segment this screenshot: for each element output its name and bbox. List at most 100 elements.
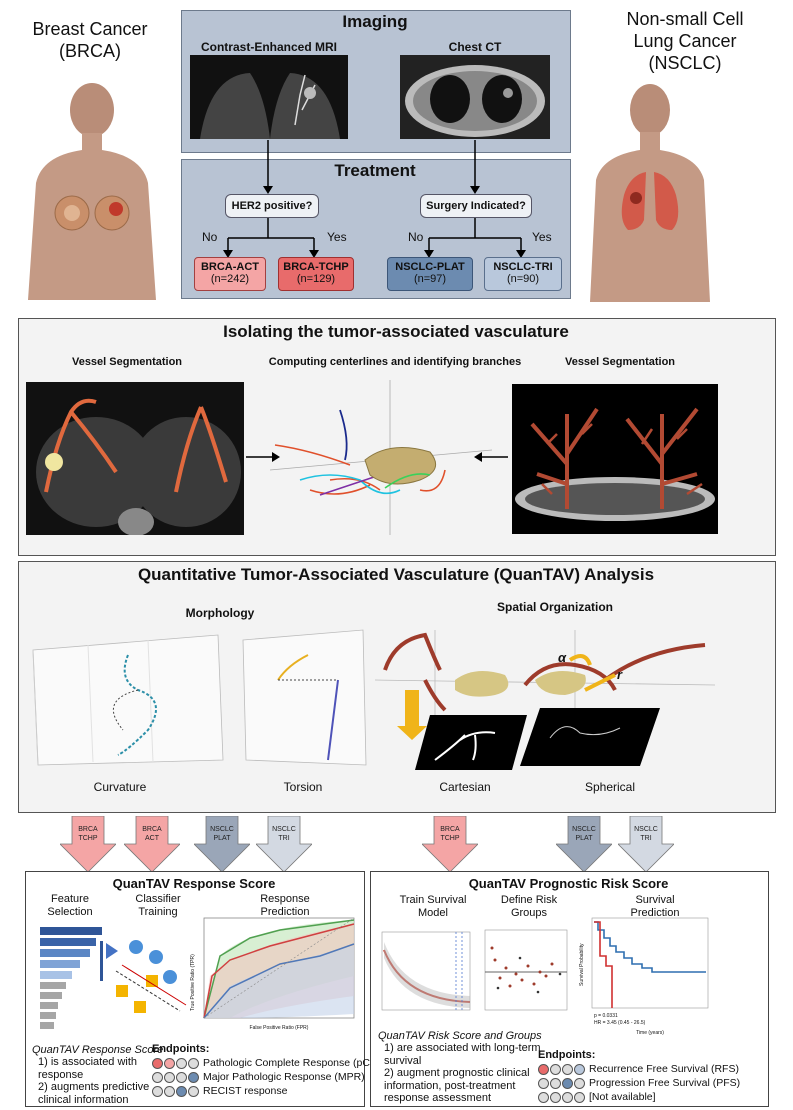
group-count: (n=97) xyxy=(413,273,447,285)
endpoint-recist: RECIST response xyxy=(152,1084,381,1098)
cohort-arrow-shape xyxy=(194,816,250,872)
spherical-label: Spherical xyxy=(584,780,636,794)
cartesian-label: Cartesian xyxy=(439,780,491,794)
brca-tchp-dot xyxy=(538,1077,549,1089)
mri-image xyxy=(190,55,348,139)
survival-prediction-line2: Prediction xyxy=(630,907,680,919)
prognostic-desc-line4: information, post-treatment xyxy=(384,1079,516,1092)
classifier-training-line2: Training xyxy=(138,906,178,918)
brca-act-dot xyxy=(164,1057,175,1069)
her2-yes-label: Yes xyxy=(327,230,347,244)
train-survival-label: Train Survival Model xyxy=(378,894,488,920)
imaging-title: Imaging xyxy=(342,12,408,31)
nsclc-tri-dot xyxy=(574,1063,585,1075)
km-hazard-ratio: HR = 3.45 (0.45 - 26.5) xyxy=(594,1020,646,1026)
cohort-arrow-label: BRCA xyxy=(440,826,460,833)
roc-xlabel: False Positive Ratio (FPR) xyxy=(249,1025,309,1031)
prognostic-desc-title: QuanTAV Risk Score and Groups xyxy=(378,1030,542,1042)
cohort-arrow-shape xyxy=(60,816,116,872)
surgery-yes-label: Yes xyxy=(532,230,552,244)
km-p-value: p = 0.0331 xyxy=(594,1013,618,1019)
brca-header: Breast Cancer (BRCA) xyxy=(20,18,160,62)
cohort-arrow-shape xyxy=(422,816,478,872)
nsclc-tri-dot xyxy=(188,1057,199,1069)
cohort-arrow-label: TCHP xyxy=(440,835,459,842)
group-nsclc-plat: NSCLC-PLAT (n=97) xyxy=(387,257,473,291)
endpoint-label: Progression Free Survival (PFS) xyxy=(589,1077,741,1089)
response-endpoints-list: Pathologic Complete Response (pCR) Major… xyxy=(152,1056,381,1098)
cohort-arrow-shape xyxy=(124,816,180,872)
response-prediction-label: Response Prediction xyxy=(230,893,340,919)
response-desc-line1: 1) is associated with xyxy=(38,1056,138,1068)
roc-plot xyxy=(203,917,355,1019)
endpoint-label: RECIST response xyxy=(203,1085,288,1097)
response-desc-line2: response xyxy=(38,1068,84,1081)
group-nsclc-tri: NSCLC-TRI (n=90) xyxy=(484,257,562,291)
cohort-arrow-shape xyxy=(618,816,674,872)
group-count: (n=242) xyxy=(210,273,250,285)
spatial-label: Spatial Organization xyxy=(496,600,613,614)
cohort-arrow-label: PLAT xyxy=(214,835,232,842)
feature-selection-label: Feature Selection xyxy=(35,893,105,919)
her2-no-label: No xyxy=(202,230,218,244)
endpoint-label: Major Pathologic Response (MPR) xyxy=(203,1071,365,1083)
torsion-label: Torsion xyxy=(283,780,323,794)
prognostic-score-title: QuanTAV Prognostic Risk Score xyxy=(468,876,669,891)
group-name: NSCLC-PLAT xyxy=(395,261,465,273)
classifier-training-label: Classifier Training xyxy=(118,893,198,919)
endpoint-label: Recurrence Free Survival (RFS) xyxy=(589,1063,739,1075)
morphology-label: Morphology xyxy=(185,606,255,620)
endpoint-label: Pathologic Complete Response (pCR) xyxy=(203,1057,382,1069)
surgery-question: Surgery Indicated? xyxy=(420,194,532,218)
r-label: r xyxy=(617,667,623,682)
ct-image xyxy=(400,55,550,139)
prognostic-endpoints-list: Recurrence Free Survival (RFS) Progressi… xyxy=(538,1062,740,1104)
feature-classifier-illustration xyxy=(40,927,187,1029)
kaplan-meier-plot xyxy=(591,917,709,1009)
prognostic-desc-line5: response assessment xyxy=(384,1092,491,1104)
nsclc-tri-dot xyxy=(574,1077,585,1089)
response-prediction-line1: Response xyxy=(260,893,310,905)
prognostic-desc-line1: 1) are associated with long-term xyxy=(384,1042,541,1054)
nsclc-header-line1: Non-small Cell xyxy=(626,9,744,29)
alpha-label: α xyxy=(558,650,567,665)
cohort-arrow-label: TCHP xyxy=(78,835,97,842)
group-brca-tchp: BRCA-TCHP (n=129) xyxy=(278,257,354,291)
cohort-arrow-label: NSCLC xyxy=(634,826,658,833)
km-xlabel: Time (years) xyxy=(636,1030,664,1036)
brca-vessel-segmentation-image xyxy=(26,382,244,536)
brca-act-dot xyxy=(550,1077,561,1089)
cohort-arrow-shape xyxy=(256,816,312,872)
cohort-arrow-label: NSCLC xyxy=(272,826,296,833)
roc-ylabel: True Positive Ratio (TPR) xyxy=(190,954,196,1012)
brca-tchp-dot xyxy=(152,1057,163,1069)
cohort-arrow-label: PLAT xyxy=(576,835,594,842)
curvature-plot xyxy=(32,634,224,766)
risk-groups-label: Define Risk Groups xyxy=(484,894,574,920)
brca-act-dot xyxy=(164,1071,175,1083)
mri-label: Contrast-Enhanced MRI xyxy=(200,40,337,54)
prognostic-desc-line2: survival xyxy=(384,1054,422,1067)
cohort-arrow-label: ACT xyxy=(145,835,160,842)
brca-header-line2: (BRCA) xyxy=(59,41,121,61)
brca-tchp-dot xyxy=(538,1091,549,1103)
risk-groups-line2: Groups xyxy=(510,907,548,919)
brca-tchp-dot xyxy=(152,1085,163,1097)
brca-tchp-dot xyxy=(152,1071,163,1083)
isolation-center-label: Computing centerlines and identifying br… xyxy=(268,356,522,368)
nsclc-plat-dot xyxy=(176,1071,187,1083)
group-count: (n=129) xyxy=(296,273,336,285)
brca-act-dot xyxy=(164,1085,175,1097)
cohort-arrow-shape xyxy=(556,816,612,872)
spatial-3d-illustration xyxy=(375,630,715,740)
endpoint-pfs: Progression Free Survival (PFS) xyxy=(538,1076,740,1090)
brca-act-dot xyxy=(550,1091,561,1103)
brca-tchp-dot xyxy=(538,1063,549,1075)
response-desc-line4: clinical information xyxy=(38,1093,129,1106)
prognostic-desc-line3: 2) augment prognostic clinical xyxy=(384,1067,530,1079)
risk-groups-line1: Define Risk xyxy=(500,894,558,906)
treatment-connectors xyxy=(223,140,526,258)
nsclc-header-line3: (NSCLC) xyxy=(648,53,722,73)
